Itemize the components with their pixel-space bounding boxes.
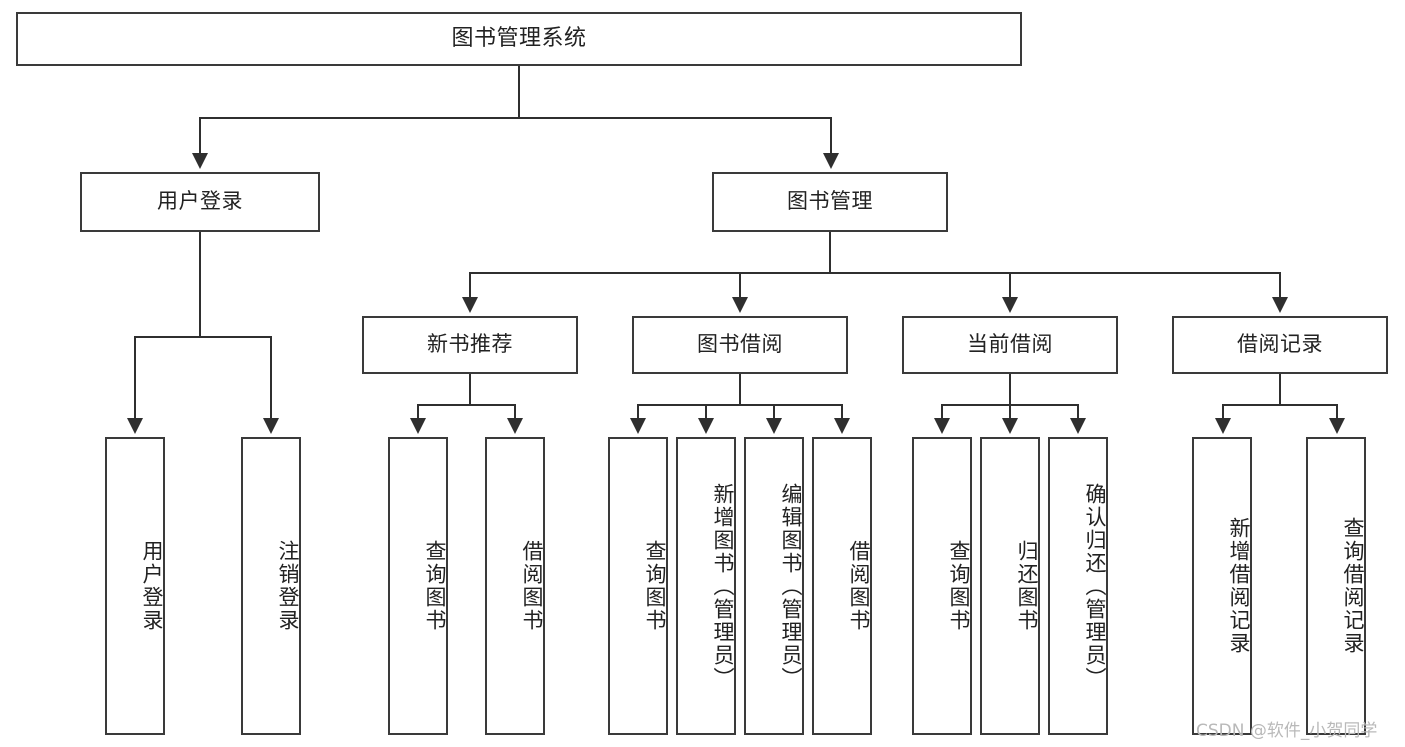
connector-current-borrow-stem xyxy=(1009,374,1011,404)
node-label: 当前借阅 xyxy=(967,332,1053,357)
connector-user-login-bus xyxy=(134,336,272,338)
connector-borrow-record-stem xyxy=(1279,374,1281,404)
connector-root-stem xyxy=(518,66,520,117)
connector-bb-leaf-2 xyxy=(705,404,707,420)
node-root-book-management-system[interactable]: 图书管理系统 xyxy=(16,12,1022,66)
connector-bm-to-current-borrow xyxy=(1009,272,1011,299)
node-label: 新增图书（管理员） xyxy=(711,482,735,690)
connector-user-login-leaf-2 xyxy=(270,336,272,420)
connector-br-leaf-1 xyxy=(1222,404,1224,420)
node-label: 用户登录 xyxy=(157,189,243,214)
node-label: 新书推荐 xyxy=(427,332,513,357)
arrowhead-bb-leaf-4 xyxy=(834,418,850,434)
connector-user-login-stem xyxy=(199,232,201,336)
connector-book-management-bus xyxy=(469,272,1281,274)
arrowhead-cb-leaf-2 xyxy=(1002,418,1018,434)
arrowhead-borrow-record xyxy=(1272,297,1288,313)
node-label: 查询图书 xyxy=(643,540,667,632)
node-book-borrow[interactable]: 图书借阅 xyxy=(632,316,848,374)
connector-bb-leaf-1 xyxy=(637,404,639,420)
arrowhead-bb-leaf-3 xyxy=(766,418,782,434)
arrowhead-cb-leaf-1 xyxy=(934,418,950,434)
node-label: 归还图书 xyxy=(1015,540,1039,632)
leaf-bb-edit-book-admin[interactable]: 编辑图书（管理员） xyxy=(744,437,804,735)
connector-root-to-user-login xyxy=(199,117,201,156)
connector-bb-leaf-3 xyxy=(773,404,775,420)
node-label: 确认归还（管理员） xyxy=(1083,482,1107,690)
leaf-bb-borrow-book[interactable]: 借阅图书 xyxy=(812,437,872,735)
leaf-user-login[interactable]: 用户登录 xyxy=(105,437,165,735)
connector-new-book-bus xyxy=(417,404,515,406)
connector-root-to-book-management xyxy=(830,117,832,156)
node-book-management[interactable]: 图书管理 xyxy=(712,172,948,232)
connector-cb-leaf-3 xyxy=(1077,404,1079,420)
arrowhead-new-book-recommend xyxy=(462,297,478,313)
arrowhead-cb-leaf-3 xyxy=(1070,418,1086,434)
connector-bm-to-borrow-record xyxy=(1279,272,1281,299)
node-label: 查询图书 xyxy=(423,540,447,632)
leaf-cb-query-book[interactable]: 查询图书 xyxy=(912,437,972,735)
leaf-nb-borrow-book[interactable]: 借阅图书 xyxy=(485,437,545,735)
arrowhead-current-borrow xyxy=(1002,297,1018,313)
node-label: 借阅图书 xyxy=(520,540,544,632)
node-label: 编辑图书（管理员） xyxy=(779,482,803,690)
arrowhead-br-leaf-2 xyxy=(1329,418,1345,434)
node-label: 注销登录 xyxy=(276,540,300,632)
connector-bb-leaf-4 xyxy=(841,404,843,420)
connector-bm-to-book-borrow xyxy=(739,272,741,299)
node-label: 用户登录 xyxy=(140,540,164,632)
arrowhead-leaf-logout xyxy=(263,418,279,434)
connector-new-book-leaf-2 xyxy=(514,404,516,420)
arrowhead-book-management xyxy=(823,153,839,169)
connector-cb-leaf-2 xyxy=(1009,404,1011,420)
connector-borrow-record-bus xyxy=(1222,404,1338,406)
connector-cb-leaf-1 xyxy=(941,404,943,420)
connector-new-book-leaf-1 xyxy=(417,404,419,420)
arrowhead-user-login xyxy=(192,153,208,169)
leaf-br-add-record[interactable]: 新增借阅记录 xyxy=(1192,437,1252,735)
leaf-cb-confirm-return-admin[interactable]: 确认归还（管理员） xyxy=(1048,437,1108,735)
arrowhead-nb-leaf-2 xyxy=(507,418,523,434)
node-borrow-record[interactable]: 借阅记录 xyxy=(1172,316,1388,374)
node-label: 借阅图书 xyxy=(847,540,871,632)
leaf-br-query-record[interactable]: 查询借阅记录 xyxy=(1306,437,1366,735)
arrowhead-bb-leaf-1 xyxy=(630,418,646,434)
arrowhead-book-borrow xyxy=(732,297,748,313)
node-label: 新增借阅记录 xyxy=(1227,517,1251,655)
arrowhead-bb-leaf-2 xyxy=(698,418,714,434)
connector-book-borrow-bus xyxy=(637,404,843,406)
node-current-borrow[interactable]: 当前借阅 xyxy=(902,316,1118,374)
leaf-logout[interactable]: 注销登录 xyxy=(241,437,301,735)
connector-user-login-leaf-1 xyxy=(134,336,136,420)
connector-book-management-stem xyxy=(829,232,831,272)
leaf-nb-query-book[interactable]: 查询图书 xyxy=(388,437,448,735)
connector-root-bus xyxy=(199,117,832,119)
arrowhead-leaf-user-login xyxy=(127,418,143,434)
node-label: 图书管理 xyxy=(787,189,873,214)
node-label: 图书管理系统 xyxy=(451,25,587,51)
node-label: 图书借阅 xyxy=(697,332,783,357)
arrowhead-nb-leaf-1 xyxy=(410,418,426,434)
leaf-bb-add-book-admin[interactable]: 新增图书（管理员） xyxy=(676,437,736,735)
node-label: 查询图书 xyxy=(947,540,971,632)
leaf-cb-return-book[interactable]: 归还图书 xyxy=(980,437,1040,735)
node-label: 借阅记录 xyxy=(1237,332,1323,357)
leaf-bb-query-book[interactable]: 查询图书 xyxy=(608,437,668,735)
connector-new-book-stem xyxy=(469,374,471,404)
node-user-login[interactable]: 用户登录 xyxy=(80,172,320,232)
arrowhead-br-leaf-1 xyxy=(1215,418,1231,434)
connector-bm-to-new-book xyxy=(469,272,471,299)
connector-book-borrow-stem xyxy=(739,374,741,404)
connector-br-leaf-2 xyxy=(1336,404,1338,420)
node-new-book-recommend[interactable]: 新书推荐 xyxy=(362,316,578,374)
node-label: 查询借阅记录 xyxy=(1341,517,1365,655)
